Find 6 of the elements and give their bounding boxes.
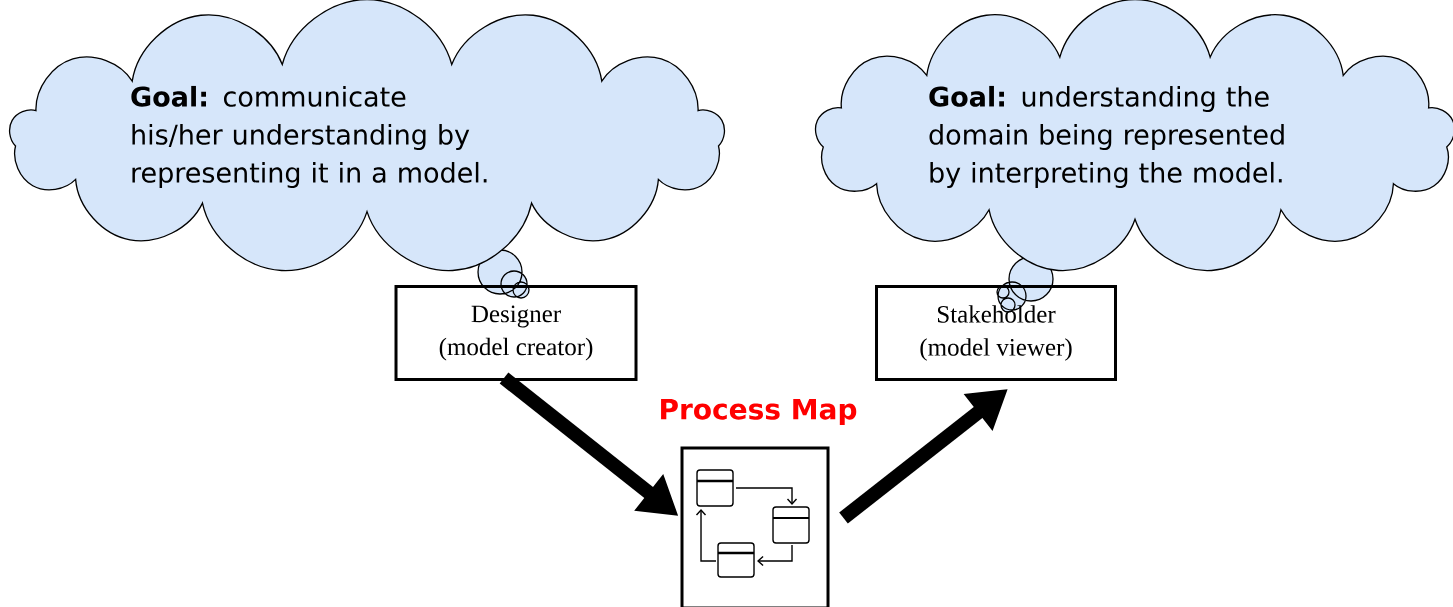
node-label: Process Map [661,398,857,426]
thought-cloud: Goal: communicate his/her understanding by representing it in a model. [8,0,726,272]
process-map-box: Process Map [661,398,857,607]
thought-cloud: Goal: understanding the domain being represented by interpreting the model. [814,0,1453,272]
role-box: Designer (model creator) [394,285,638,381]
role-box: Stakeholder (model viewer) [875,285,1117,381]
